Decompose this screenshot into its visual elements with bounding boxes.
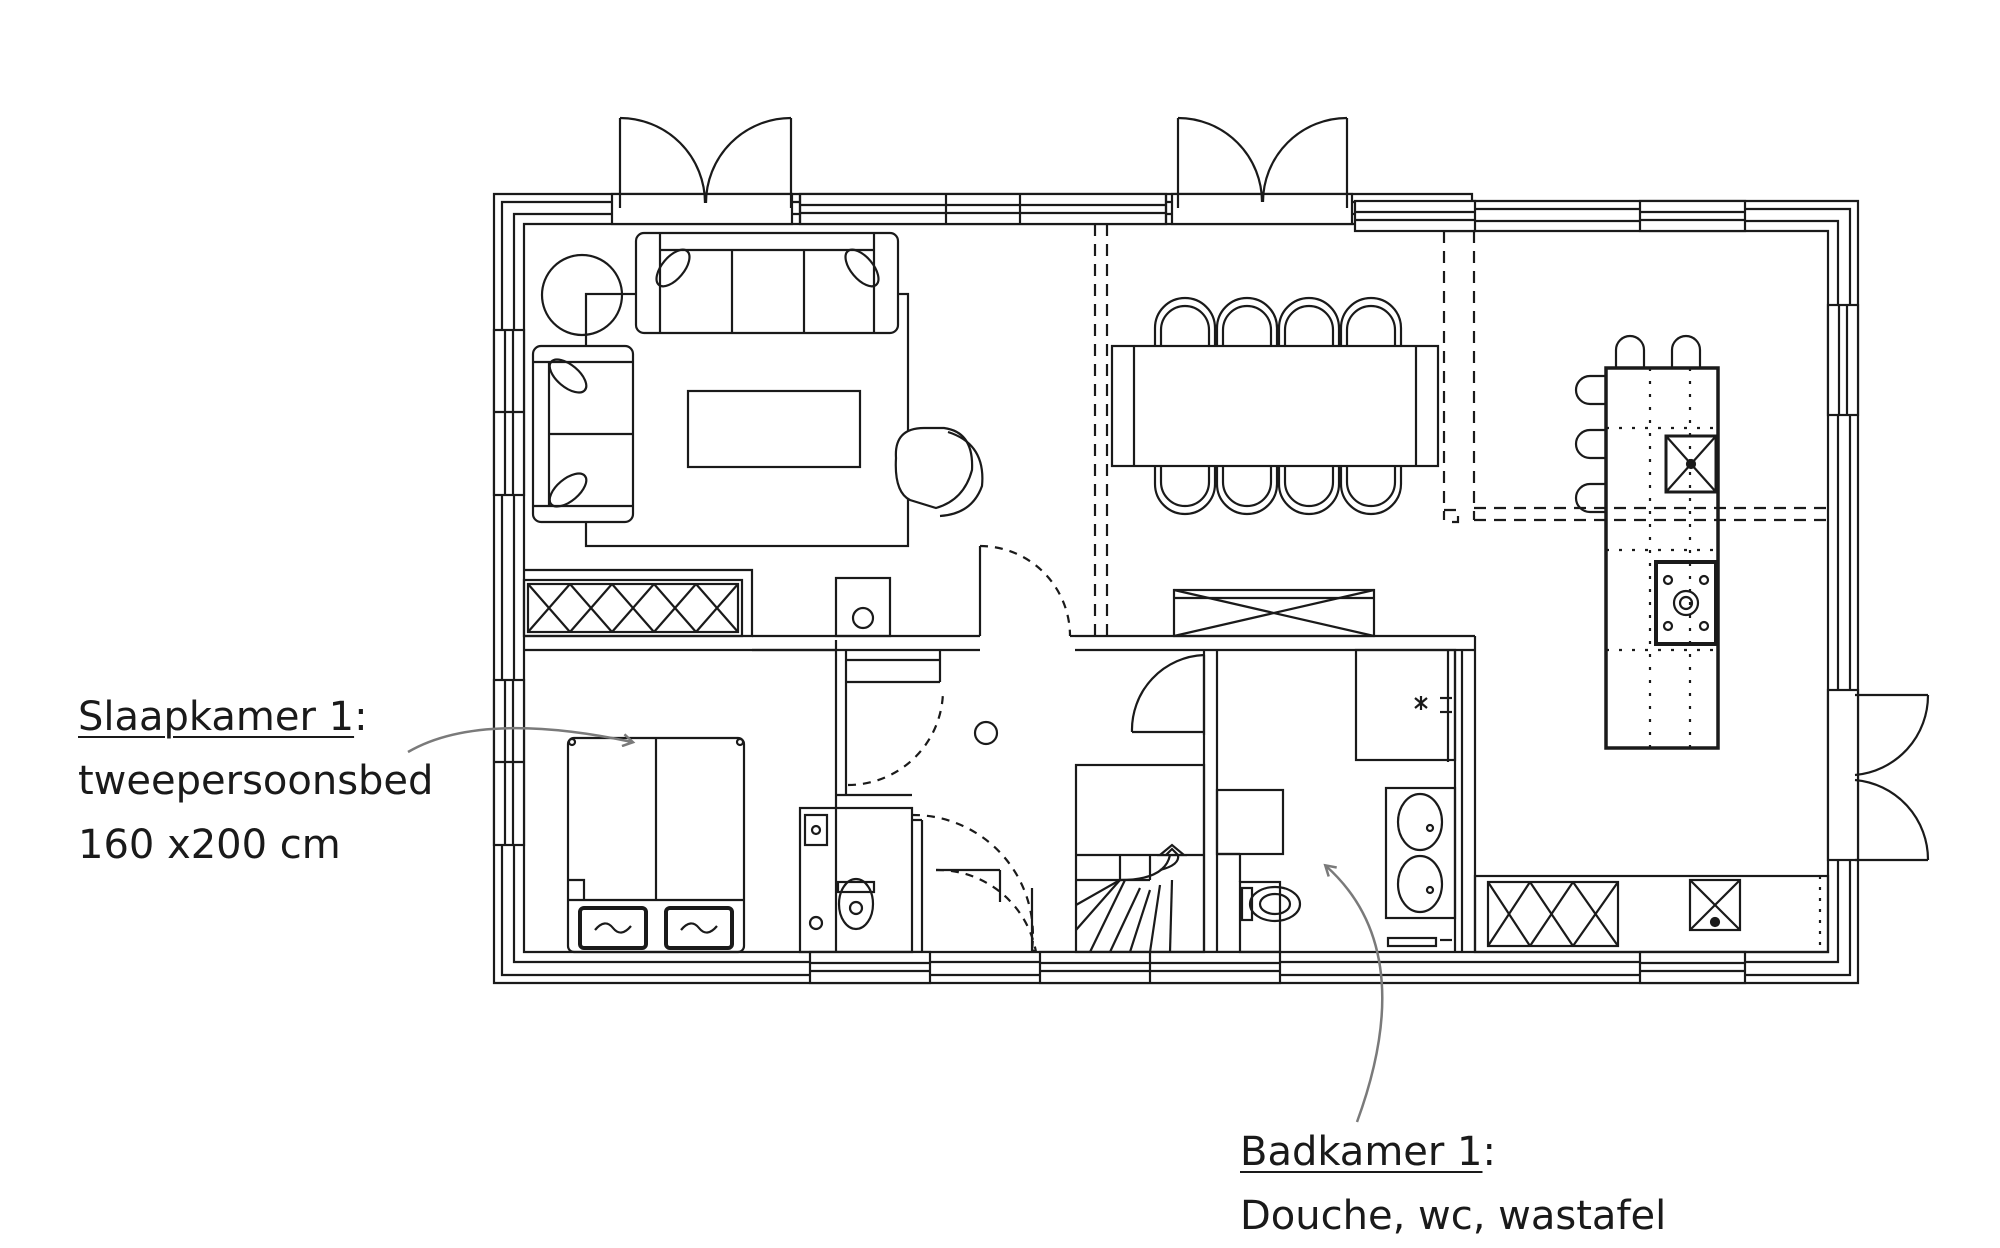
label-badkamer-title: Badkamer 1 (1240, 1129, 1483, 1175)
dining (1110, 296, 1440, 516)
slaapkamer-arrow (407, 726, 632, 754)
kitchen (1473, 334, 1830, 954)
hallway (798, 720, 999, 954)
label-badkamer: Badkamer 1: Douche, wc, wastafel (1240, 1120, 1666, 1248)
annotation-arrows (407, 726, 1384, 1123)
pillow-right (664, 906, 734, 950)
shower (1354, 648, 1457, 762)
label-slaapkamer-line1: tweepersoonsbed (78, 758, 434, 804)
doors (936, 546, 1206, 953)
label-slaapkamer: Slaapkamer 1: tweepersoonsbed 160 x200 c… (78, 685, 433, 877)
toilet (837, 877, 875, 931)
armchair (894, 426, 984, 518)
bedroom (566, 736, 746, 954)
sofa-left (531, 344, 635, 524)
bar-stools (1574, 334, 1702, 514)
door-swings (847, 544, 1072, 953)
bath-toilet (1248, 885, 1302, 923)
zone-lines (1093, 224, 1828, 636)
cabinet-dining (1172, 588, 1376, 638)
bathroom (1215, 648, 1457, 954)
label-badkamer-colon: : (1482, 1129, 1496, 1175)
cooktop (1654, 560, 1718, 646)
living-room (531, 231, 984, 548)
coffee-table (686, 389, 862, 469)
toilet-room (798, 806, 914, 954)
french-doors-kitchen (1826, 688, 1930, 862)
double-sink (1384, 786, 1457, 920)
dining-table (1110, 344, 1440, 468)
kitchen-counter (1473, 874, 1830, 954)
windows (492, 192, 1860, 985)
label-slaapkamer-title: Slaapkamer 1 (78, 694, 355, 740)
french-doors-dining (1170, 116, 1354, 226)
sofa-top (634, 231, 900, 335)
cabinet-row-living (522, 578, 744, 638)
french-doors-living (610, 116, 794, 226)
chairs-top (1153, 296, 1403, 346)
label-slaapkamer-line2: 160 x200 cm (78, 822, 341, 868)
kitchen-island (1604, 366, 1720, 750)
staircase (1074, 763, 1206, 954)
ceiling-light (973, 720, 999, 746)
island-sink (1664, 434, 1718, 494)
badkamer-arrow (1326, 866, 1384, 1123)
chairs-bottom (1153, 466, 1403, 516)
label-slaapkamer-colon: : (354, 694, 368, 740)
bath-cabinet (1215, 788, 1285, 856)
stove-unit (834, 576, 892, 638)
label-slaapkamer-heading: Slaapkamer 1: (78, 685, 433, 749)
pillow-left (578, 906, 648, 950)
label-badkamer-line1: Douche, wc, wastafel (1240, 1193, 1667, 1239)
label-badkamer-heading: Badkamer 1: (1240, 1120, 1666, 1184)
